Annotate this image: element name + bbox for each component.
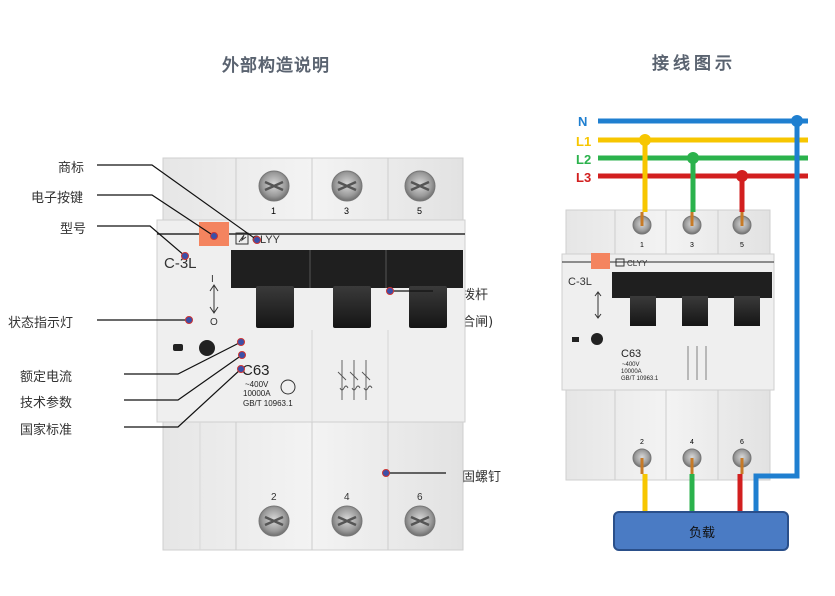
test-button[interactable] (199, 340, 215, 356)
breaker-left: 1 3 5 CLYY C-3L I O C63 ~400V 10000A GB/… (156, 157, 466, 551)
r-voltage-text: ~400V (622, 362, 640, 368)
lever-1[interactable] (256, 286, 294, 328)
ccc-mark-icon (280, 379, 296, 395)
switch-off-mark: O (210, 317, 218, 328)
breaker-right: 1 3 5 CLYY C-3L C63 ~400V 10000A GB/T 10… (561, 209, 775, 481)
r-lever-3[interactable] (734, 296, 760, 326)
lever-3[interactable] (409, 286, 447, 328)
line-label-l1: L1 (576, 134, 591, 149)
terminal-label-top-1: 1 (271, 206, 276, 216)
r-logo-icon (615, 258, 625, 267)
right-title: 接线图示 (652, 54, 736, 74)
breaking-text: 10000A (243, 389, 271, 398)
callout-status-led: 状态指示灯 (8, 316, 74, 331)
bus-lines (598, 118, 808, 179)
callout-rated-current: 额定电流 (20, 370, 73, 385)
r-terminal-bottom-2: 2 (640, 439, 644, 446)
callout-electronic-key: 电子按键 (31, 191, 84, 206)
callout-tech-params: 技术参数 (20, 396, 73, 411)
r-terminal-bottom-6: 6 (740, 439, 744, 446)
line-label-l2: L2 (576, 152, 591, 167)
switch-arrow-icon (209, 284, 219, 314)
bottom-screw-4 (331, 505, 363, 537)
callout-markers (181, 232, 394, 477)
standard-text: GB/T 10963.1 (243, 399, 293, 408)
r-terminal-top-5: 5 (740, 242, 744, 249)
callout-national-standard: 国家标准 (20, 423, 73, 438)
terminal-label-top-5: 5 (417, 206, 422, 216)
r-circuit-symbol-icon (687, 346, 707, 380)
terminal-label-bottom-6: 6 (417, 492, 423, 503)
r-lever-1[interactable] (630, 296, 656, 326)
callout-brand: 商标 (58, 161, 85, 176)
r-lever-2[interactable] (682, 296, 708, 326)
top-screw-3 (331, 170, 363, 202)
r-electronic-key[interactable] (591, 253, 610, 269)
line-label-n: N (578, 114, 587, 129)
load-box (613, 511, 789, 551)
top-screw-1 (258, 170, 290, 202)
line-label-l3: L3 (576, 170, 591, 185)
top-screw-5 (404, 170, 436, 202)
r-terminal-top-1: 1 (640, 242, 644, 249)
r-model-text: C-3L (568, 276, 592, 288)
r-rating-text: C63 (621, 348, 641, 360)
wire-drops (639, 115, 803, 514)
circuit-symbol-icon (337, 360, 373, 400)
terminal-label-top-3: 3 (344, 206, 349, 216)
switch-on-mark: I (211, 274, 214, 285)
r-terminal-bottom-4: 4 (690, 439, 694, 446)
r-test-button[interactable] (591, 333, 603, 345)
callout-model: 型号 (60, 222, 87, 237)
terminal-label-bottom-4: 4 (344, 492, 350, 503)
load-label: 负载 (689, 525, 715, 540)
status-led-icon (173, 344, 183, 351)
logo-icon (235, 232, 249, 245)
terminal-label-bottom-2: 2 (271, 492, 277, 503)
r-brand-text: CLYY (627, 259, 648, 268)
voltage-text: ~400V (245, 380, 269, 389)
model-text: C-3L (164, 255, 197, 272)
r-switch-arrow-icon (594, 291, 602, 319)
r-standard-text: GB/T 10963.1 (621, 376, 659, 382)
bottom-screw-6 (404, 505, 436, 537)
rating-text: C63 (242, 362, 270, 379)
left-title: 外部构造说明 (222, 56, 330, 76)
leader-lines (97, 164, 446, 474)
bottom-screw-2 (258, 505, 290, 537)
r-terminal-top-3: 3 (690, 242, 694, 249)
r-breaking-text: 10000A (621, 369, 642, 375)
lever-2[interactable] (333, 286, 371, 328)
